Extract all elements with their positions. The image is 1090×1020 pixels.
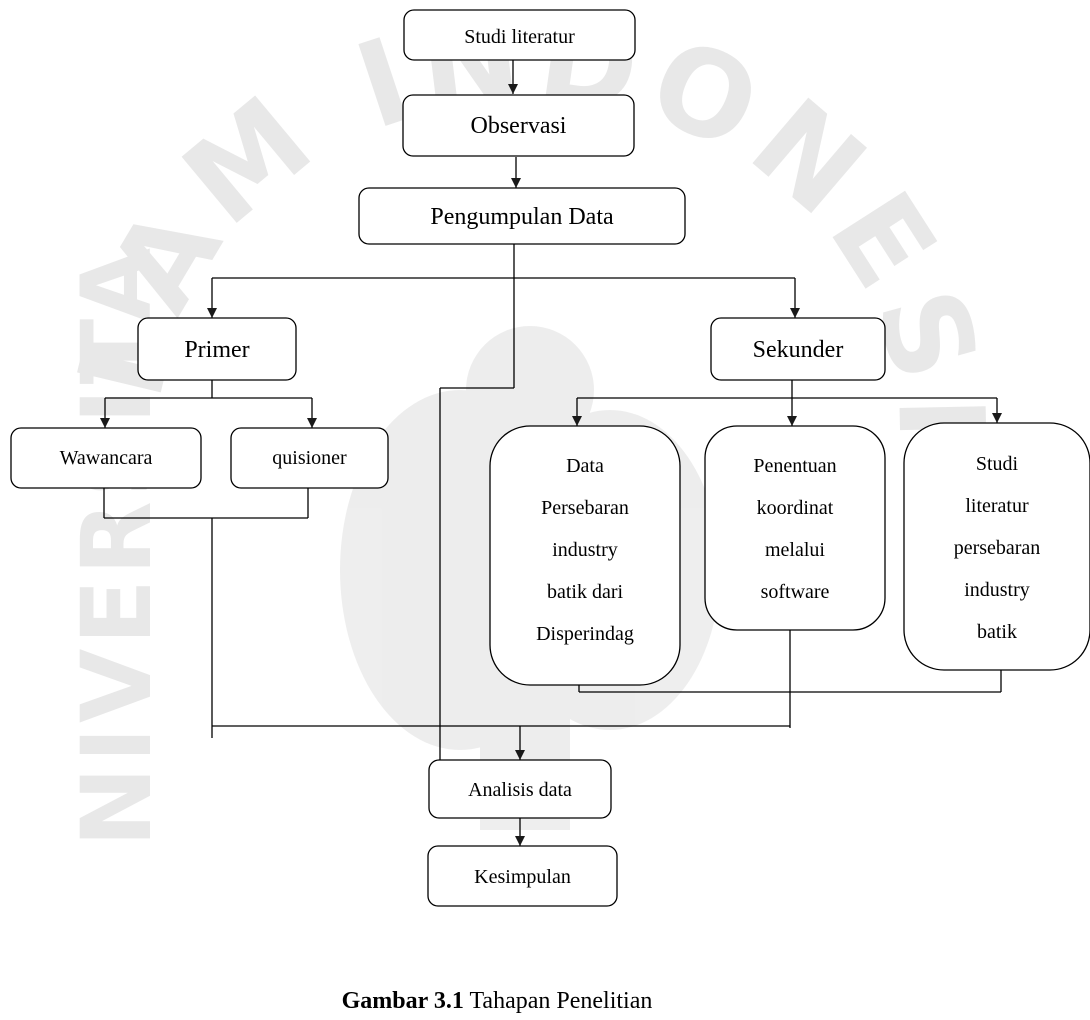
node-data-persebaran-line-3: industry: [552, 539, 618, 561]
node-analisis-data-label: Analisis data: [468, 779, 572, 801]
node-kesimpulan-label: Kesimpulan: [474, 866, 571, 888]
connectors: [100, 60, 1002, 846]
node-data-persebaran-line-1: Data: [566, 455, 604, 477]
node-sekunder: Sekunder: [710, 317, 886, 381]
node-penentuan-koordinat-line-3: melalui: [765, 539, 825, 561]
node-primer-label: Primer: [184, 337, 249, 363]
node-quisioner-label: quisioner: [272, 447, 347, 469]
node-observasi: Observasi: [402, 94, 635, 157]
node-observasi-label: Observasi: [471, 113, 567, 139]
node-studi-literatur-persebaran-line-3: persebaran: [954, 537, 1041, 559]
watermark-left-text: UNIVERSITAS: [0, 0, 173, 847]
node-studi-literatur: Studi literatur: [403, 9, 636, 61]
node-pengumpulan-data: Pengumpulan Data: [358, 187, 686, 245]
node-sekunder-label: Sekunder: [753, 337, 844, 363]
node-studi-literatur-persebaran-line-5: batik: [977, 621, 1017, 643]
node-analisis-data: Analisis data: [428, 759, 612, 819]
node-data-persebaran-line-5: Disperindag: [536, 623, 634, 645]
node-kesimpulan: Kesimpulan: [427, 845, 618, 907]
node-data-persebaran-line-4: batik dari: [547, 581, 624, 603]
node-primer: Primer: [137, 317, 297, 381]
node-wawancara: Wawancara: [10, 427, 202, 489]
node-studi-literatur-persebaran-line-1: Studi: [976, 453, 1019, 475]
figure-caption: Gambar 3.1 Tahapan Penelitian: [342, 988, 653, 1014]
node-pengumpulan-data-label: Pengumpulan Data: [430, 204, 614, 230]
node-quisioner: quisioner: [230, 427, 389, 489]
node-studi-literatur-persebaran-line-4: industry: [964, 579, 1030, 601]
node-penentuan-koordinat: Penentuan koordinat melalui software: [704, 425, 886, 631]
node-penentuan-koordinat-line-1: Penentuan: [753, 455, 836, 477]
figure-caption-text: Tahapan Penelitian: [464, 988, 652, 1014]
figure-caption-label: Gambar 3.1: [342, 988, 464, 1014]
node-studi-literatur-persebaran: Studi literatur persebaran industry bati…: [903, 422, 1090, 671]
node-wawancara-label: Wawancara: [60, 447, 153, 469]
node-studi-literatur-label: Studi literatur: [464, 26, 575, 48]
node-data-persebaran: Data Persebaran industry batik dari Disp…: [489, 425, 681, 686]
node-data-persebaran-line-2: Persebaran: [541, 497, 629, 519]
node-studi-literatur-persebaran-line-2: literatur: [965, 495, 1029, 517]
node-penentuan-koordinat-line-4: software: [761, 581, 830, 603]
node-penentuan-koordinat-line-2: koordinat: [757, 497, 834, 519]
